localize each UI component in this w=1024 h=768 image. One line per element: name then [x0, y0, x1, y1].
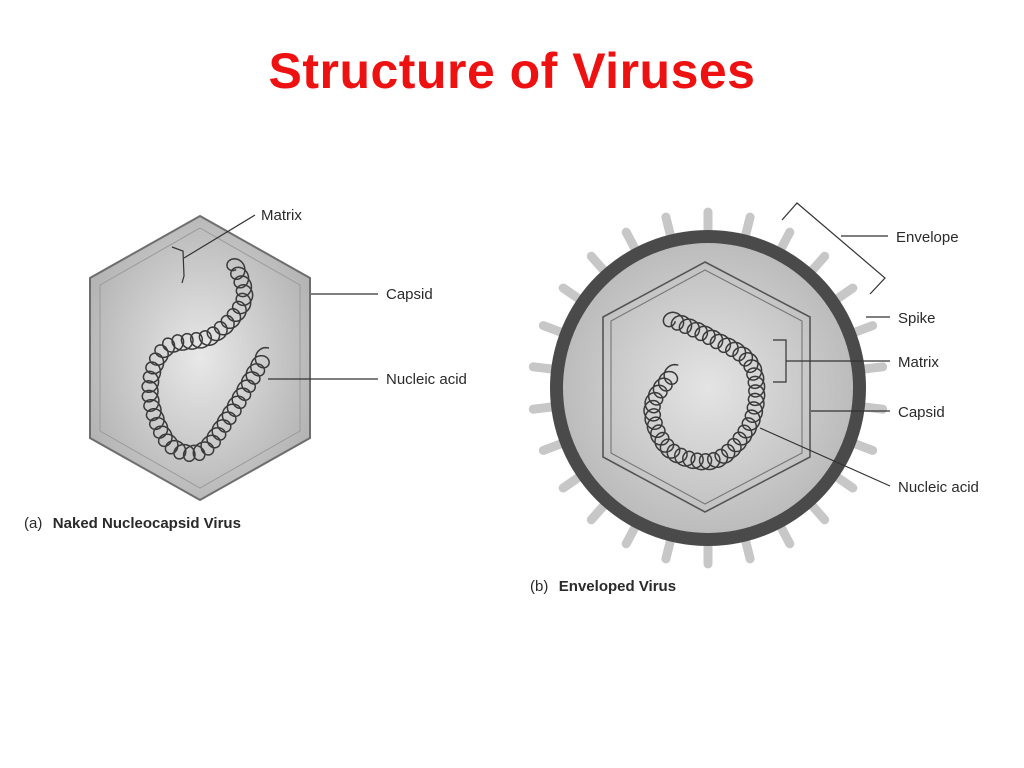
naked-matrix-leader: [183, 214, 256, 259]
naked-nucleic-acid-label: Nucleic acid: [386, 371, 467, 388]
naked-capsid-label: Capsid: [386, 286, 433, 303]
naked-nucleic-acid-strand: [141, 258, 270, 463]
naked-matrix-bracket: [171, 246, 185, 284]
enveloped-nucleic-acid-strand: [643, 311, 766, 471]
enveloped-virus: Envelope Spike Matrix Capsid Nucleic aci…: [528, 202, 979, 595]
enveloped-capsid-hexagon: [602, 261, 811, 513]
naked-virus-caption: (a) Naked Nucleocapsid Virus: [24, 515, 241, 532]
naked-nucleic-acid-coil: [141, 258, 270, 463]
enveloped-nucleic-acid-leader: [759, 427, 891, 487]
enveloped-matrix-label: Matrix: [898, 354, 939, 371]
naked-matrix-label: Matrix: [261, 207, 302, 224]
envelope-bracket: [781, 202, 886, 295]
naked-capsid-hexagon: [89, 214, 311, 502]
spike-label: Spike: [898, 310, 936, 327]
enveloped-virus-caption: (b) Enveloped Virus: [530, 578, 676, 595]
envelope-label: Envelope: [896, 229, 959, 246]
enveloped-capsid-label: Capsid: [898, 404, 945, 421]
enveloped-caption-prefix: (b): [530, 578, 548, 595]
enveloped-matrix-inner-outline: [610, 269, 803, 505]
naked-caption-prefix: (a): [24, 515, 42, 532]
naked-caption-text: Naked Nucleocapsid Virus: [53, 515, 241, 532]
enveloped-nucleic-acid-label: Nucleic acid: [898, 479, 979, 496]
envelope-inner-body: [563, 243, 853, 533]
naked-virus: Matrix Capsid Nucleic acid (a) Naked Nuc…: [24, 207, 467, 532]
slide-title: Structure of Viruses: [268, 43, 756, 99]
enveloped-caption-text: Enveloped Virus: [559, 578, 676, 595]
naked-matrix-inner-outline: [99, 227, 301, 489]
enveloped-nucleic-acid-coil: [643, 311, 766, 471]
